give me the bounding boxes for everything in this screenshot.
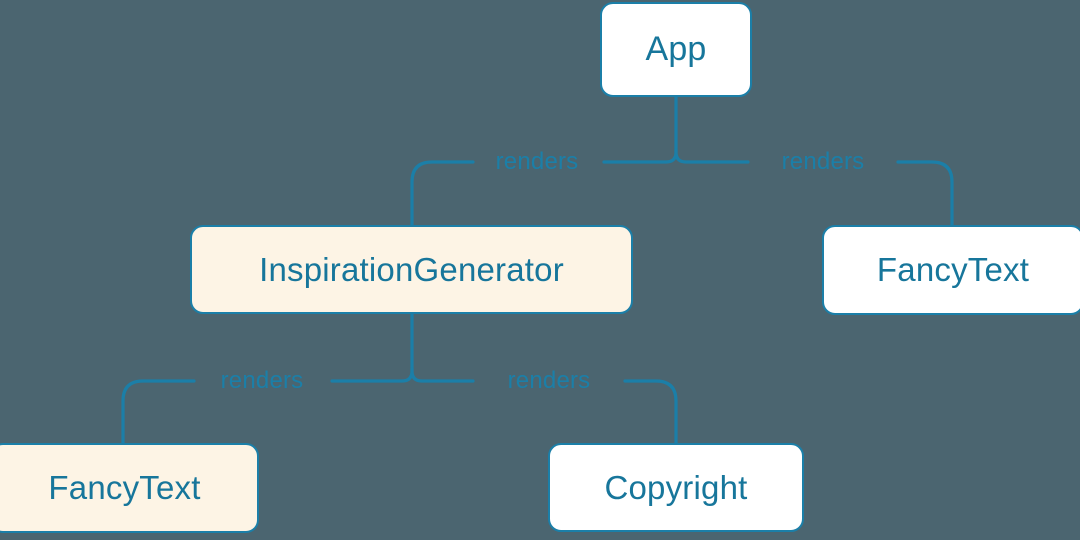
node-inspiration-generator[interactable]: InspirationGenerator — [190, 225, 633, 314]
connector-app-split-right — [674, 148, 750, 164]
node-app-label: App — [645, 30, 707, 68]
node-fancytext-left-label: FancyText — [48, 469, 201, 506]
connector-app-split-left — [602, 148, 678, 164]
node-fancytext-left[interactable]: FancyText — [0, 443, 259, 533]
node-fancytext-right[interactable]: FancyText — [822, 225, 1080, 315]
connector-app-to-fancytext-right — [896, 160, 954, 227]
connector-inspgen-split-left — [330, 367, 414, 383]
node-inspiration-generator-label: InspirationGenerator — [259, 250, 564, 288]
node-fancytext-right-label: FancyText — [876, 251, 1030, 288]
connector-inspgen-split-right — [410, 367, 475, 383]
connector-app-to-inspgen — [410, 160, 475, 227]
connector-inspgen-to-fancytext-left — [121, 379, 196, 445]
node-copyright[interactable]: Copyright — [548, 443, 804, 532]
node-copyright-label: Copyright — [604, 468, 748, 506]
node-app[interactable]: App — [600, 2, 752, 97]
connector-inspgen-to-copyright — [623, 379, 678, 445]
